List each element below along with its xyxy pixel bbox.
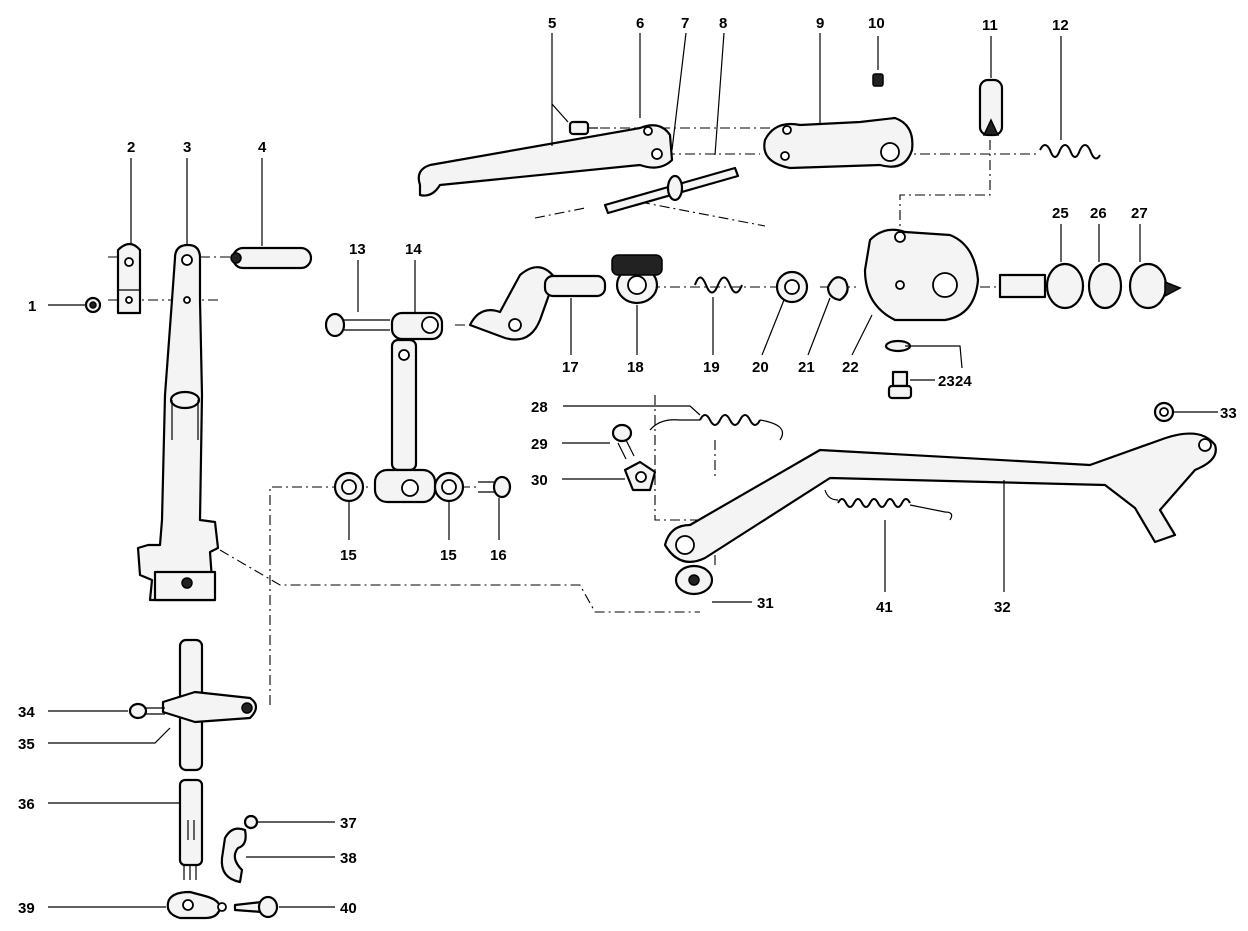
part-31-roller (674, 564, 714, 596)
label-16: 16 (490, 547, 507, 564)
part-16-screw (478, 475, 512, 499)
label-13: 13 (349, 241, 366, 258)
label-23: 23 (938, 373, 955, 390)
part-12-spring (1039, 144, 1101, 160)
label-9: 9 (816, 15, 824, 32)
part-28-spring (649, 414, 784, 441)
label-5: 5 (548, 15, 556, 32)
label-22: 22 (842, 359, 859, 376)
label-27: 27 (1131, 205, 1148, 222)
label-20: 20 (752, 359, 769, 376)
part-20-ring (775, 270, 809, 304)
label-18: 18 (627, 359, 644, 376)
part-41-spring (824, 489, 953, 521)
part-23-screw (887, 370, 913, 400)
part-40-screw (233, 895, 279, 919)
label-37: 37 (340, 815, 357, 832)
part-29-screw (611, 423, 635, 460)
label-34: 34 (18, 704, 35, 721)
part-2-clamp (116, 242, 142, 315)
part-10-setscrew (872, 73, 884, 87)
label-26: 26 (1090, 205, 1107, 222)
label-7: 7 (681, 15, 689, 32)
assembly-lines (108, 127, 1040, 705)
callout-labels: 1 2 3 4 5 6 7 8 9 10 11 12 13 14 17 18 1… (18, 15, 1237, 917)
label-24: 24 (955, 373, 972, 390)
part-18-collar (611, 254, 663, 305)
part-35-crank (161, 638, 258, 772)
label-41: 41 (876, 599, 893, 616)
label-21: 21 (798, 359, 815, 376)
part-1-screw (84, 296, 102, 314)
label-11: 11 (982, 17, 998, 34)
part-30-nut (623, 460, 657, 492)
part-21-cam (826, 276, 849, 302)
label-35: 35 (18, 736, 35, 753)
part-37-screw (243, 814, 259, 830)
part-38-hook (220, 827, 247, 884)
label-36: 36 (18, 796, 35, 813)
part-7-8-rod (603, 166, 740, 215)
part-22-housing (863, 228, 980, 322)
part-32-lever (663, 432, 1217, 563)
part-39-collar (166, 890, 227, 920)
part-14-crank (390, 311, 444, 472)
part-33-ring (1153, 401, 1175, 423)
part-6-lever (417, 124, 674, 197)
part-3-vertical-lever (136, 243, 220, 602)
part-17-arm (468, 266, 607, 341)
label-2: 2 (127, 139, 135, 156)
label-30: 30 (531, 472, 548, 489)
part-15-washers (333, 471, 465, 503)
label-33: 33 (1220, 405, 1237, 422)
part-13-screw (324, 312, 390, 338)
label-8: 8 (719, 15, 727, 32)
label-19: 19 (703, 359, 720, 376)
part-36-shaft (178, 778, 204, 880)
label-15-left: 15 (340, 547, 357, 564)
label-25: 25 (1052, 205, 1069, 222)
label-15-right: 15 (440, 547, 457, 564)
label-14: 14 (405, 241, 422, 258)
part-34-screw (128, 702, 165, 720)
label-31: 31 (757, 595, 774, 612)
label-38: 38 (340, 850, 357, 867)
part-11-pin (978, 78, 1004, 137)
label-17: 17 (562, 359, 579, 376)
label-32: 32 (994, 599, 1011, 616)
label-6: 6 (636, 15, 644, 32)
label-28: 28 (531, 399, 548, 416)
part-14-lower-link (373, 468, 437, 504)
part-25-27-shaft (998, 262, 1182, 310)
label-3: 3 (183, 139, 191, 156)
part-4-pin (230, 246, 313, 270)
part-9-link (763, 116, 914, 170)
label-1: 1 (28, 298, 36, 315)
label-4: 4 (258, 139, 267, 156)
leader-lines (48, 32, 1218, 908)
label-12: 12 (1052, 17, 1069, 34)
label-10: 10 (868, 15, 885, 32)
label-39: 39 (18, 900, 35, 917)
part-19-spring (694, 276, 743, 294)
label-29: 29 (531, 436, 548, 453)
label-40: 40 (340, 900, 357, 917)
